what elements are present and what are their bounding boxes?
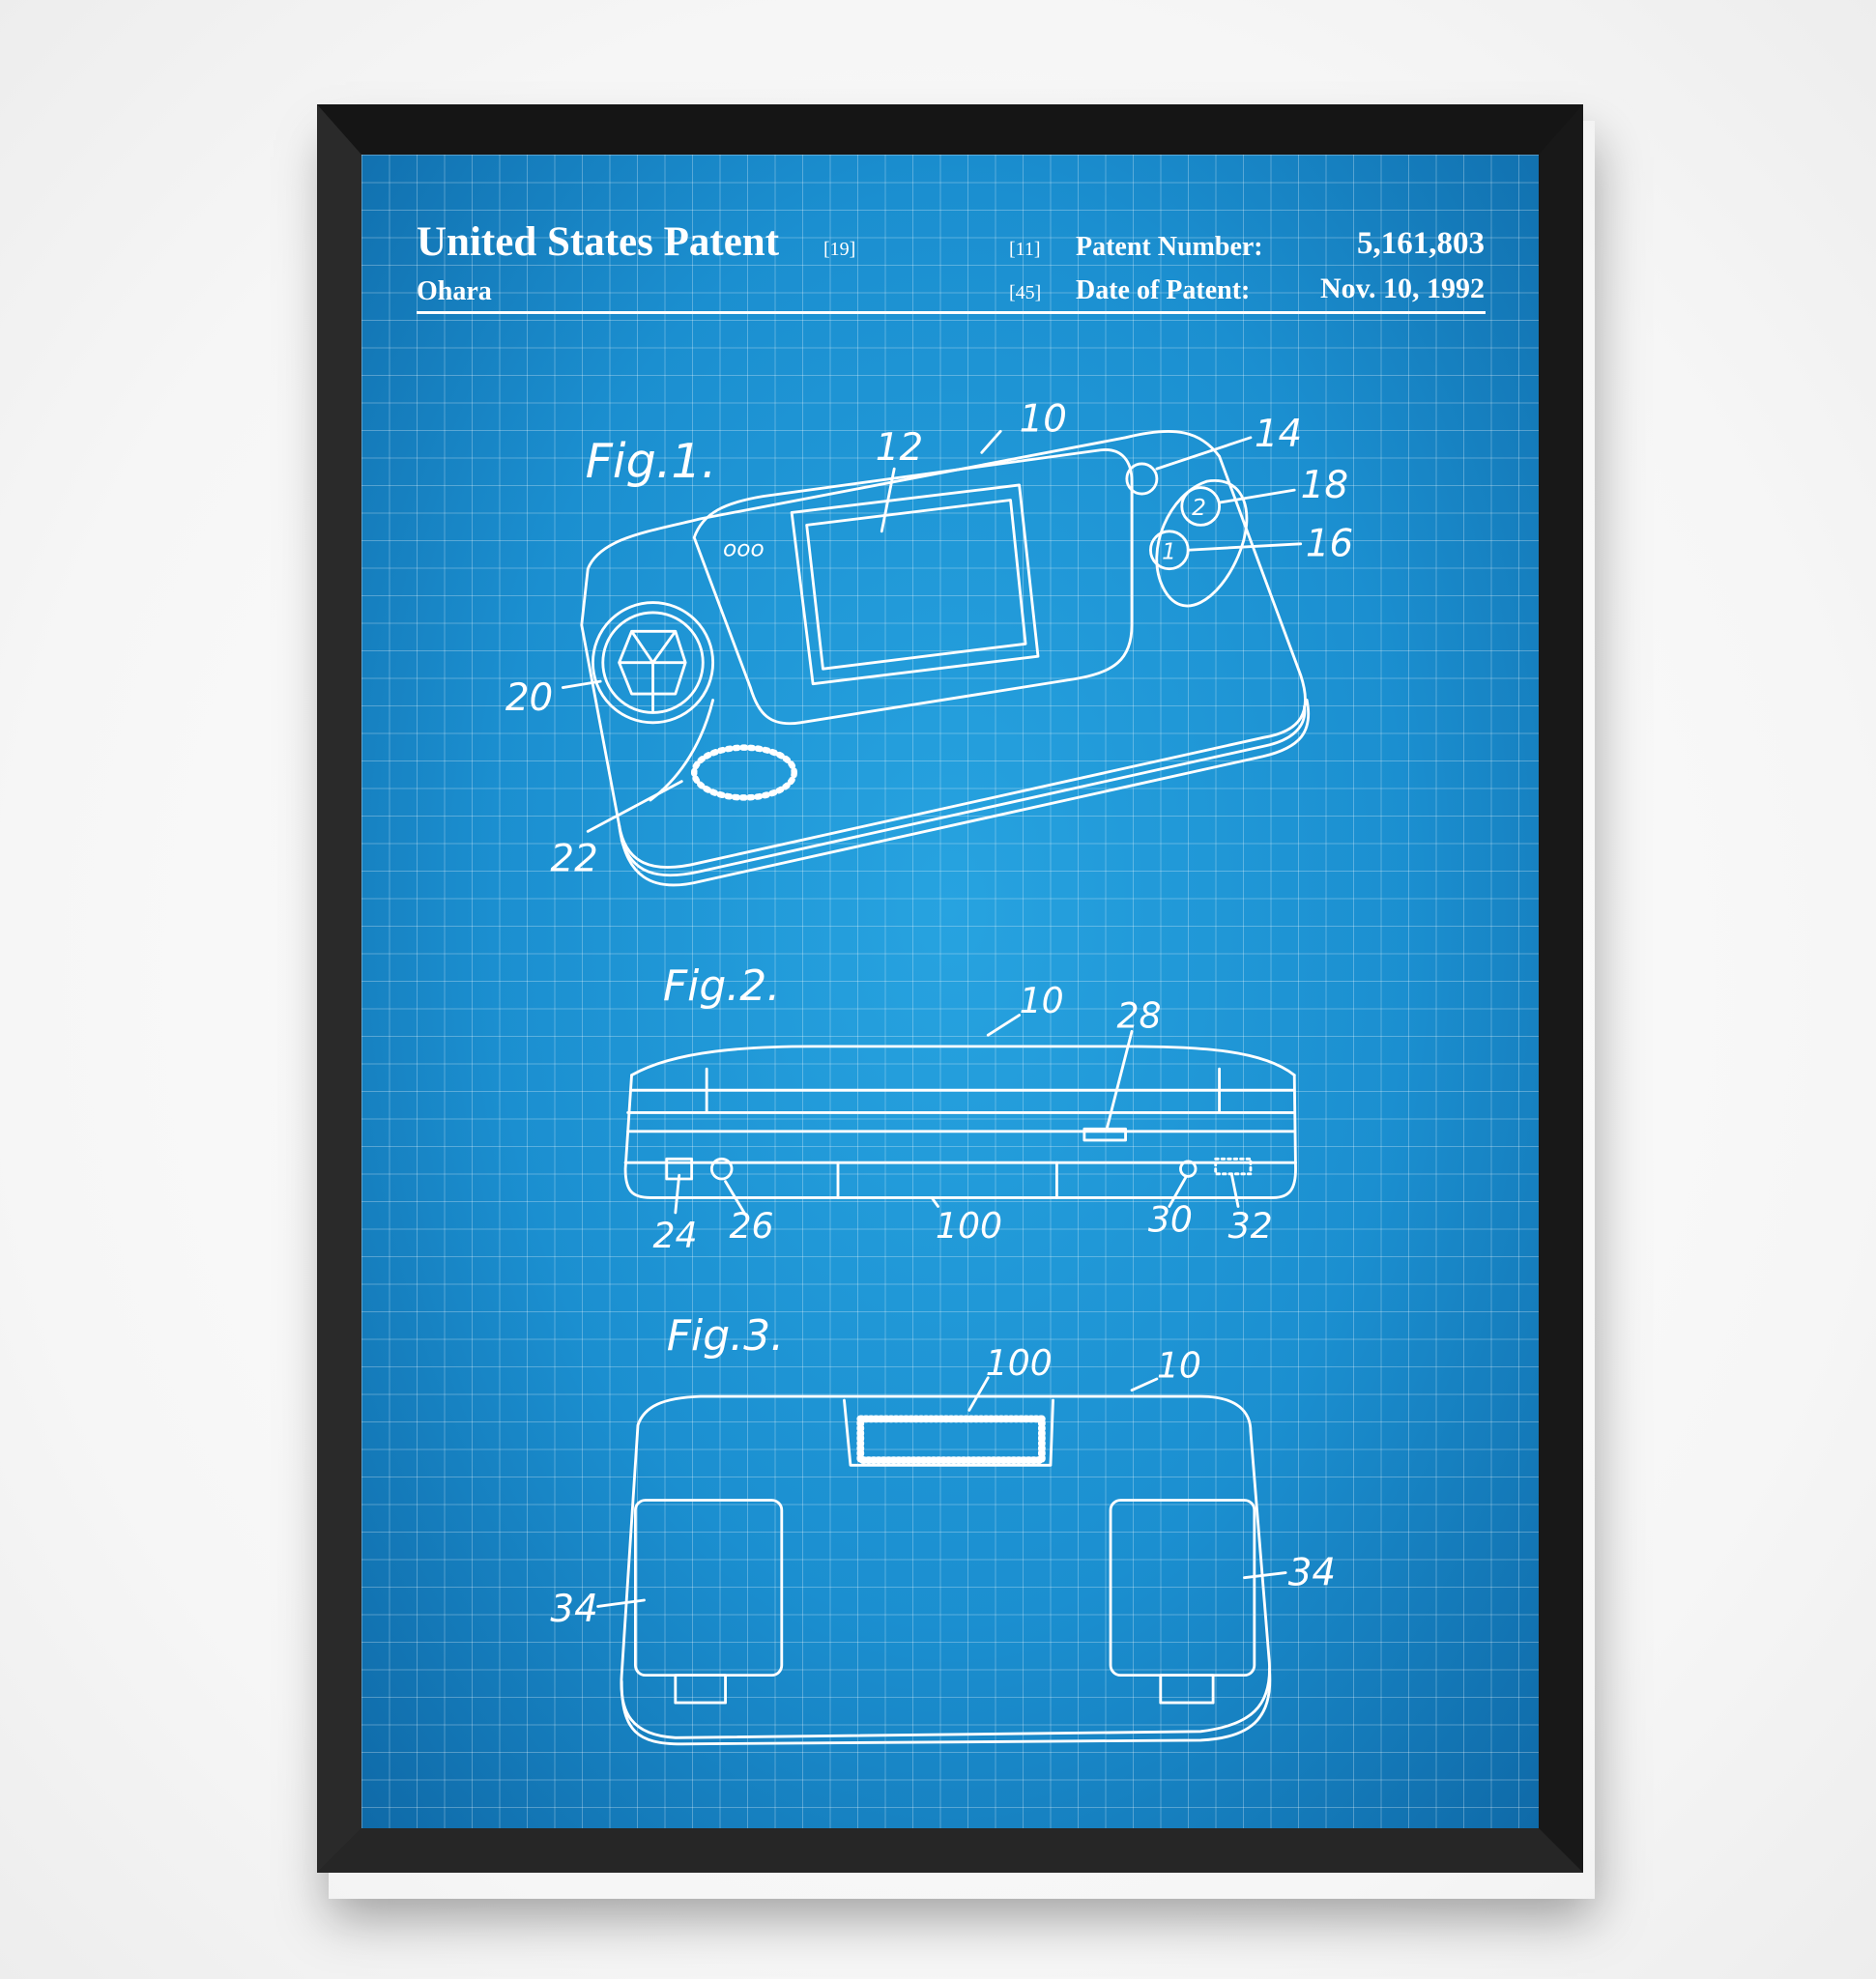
jack-30 [1179, 1160, 1198, 1178]
header-rule [417, 311, 1486, 314]
ref-24: 24 [653, 1215, 698, 1256]
blueprint-print [361, 155, 1539, 1828]
date-ref: [45] [1009, 282, 1042, 303]
patent-title: United States Patent [417, 219, 780, 265]
ref-12: 12 [876, 426, 923, 470]
console-side-top [630, 1045, 1296, 1077]
door-tab-right [1159, 1674, 1215, 1705]
dial-32 [1214, 1157, 1253, 1176]
ref-22: 22 [550, 838, 597, 881]
frame-bevel [317, 104, 1583, 155]
battery-door-left [633, 1499, 784, 1678]
dpad [592, 601, 715, 725]
screen [790, 483, 1040, 686]
ref-16: 16 [1306, 523, 1353, 566]
ref-100: 100 [936, 1205, 1002, 1247]
dpad-lines [618, 629, 687, 712]
console-back-base [620, 1667, 1272, 1746]
console-back [620, 1394, 1271, 1739]
console-side-body [623, 1074, 1297, 1199]
ref-18: 18 [1301, 464, 1348, 507]
figure-2: Fig.2. 10 28 24 26 100 30 32 [623, 961, 1297, 1256]
ref-10: 10 [1020, 980, 1064, 1021]
port-28 [1082, 1127, 1127, 1142]
button-1-label: 1 [1162, 538, 1176, 564]
dpad-inner [601, 611, 705, 714]
ref-20: 20 [505, 676, 553, 720]
button-enclosure [1155, 478, 1249, 608]
patent-number-label: Patent Number: [1076, 232, 1263, 262]
frame-bevel [317, 104, 361, 1873]
start-button [1125, 462, 1159, 496]
console-base-line [620, 704, 1307, 877]
console-base [618, 699, 1311, 887]
ref-28: 28 [1117, 994, 1162, 1036]
blueprint-grid [361, 155, 1539, 1828]
cartridge-slot [836, 1161, 1058, 1199]
speaker-grille [690, 744, 797, 801]
screen-inner [805, 499, 1027, 671]
frame-bevel [317, 1828, 1583, 1873]
frame-bevel [1539, 104, 1583, 1873]
title-ref: [19] [823, 239, 856, 260]
cartridge-grille [856, 1415, 1046, 1464]
ref-34-left: 34 [550, 1588, 597, 1631]
date-label: Date of Patent: [1076, 275, 1251, 305]
ref-26: 26 [729, 1205, 773, 1247]
button-2-label: 2 [1192, 495, 1206, 521]
figure-3: Fig.3. 100 10 34 34 [550, 1311, 1336, 1746]
ref-34-right: 34 [1288, 1551, 1336, 1594]
leader-lines [561, 429, 1303, 833]
patent-number-value: 5,161,803 [1357, 226, 1485, 261]
leader-lines [596, 1376, 1287, 1608]
button-2 [1180, 486, 1222, 527]
ref-32: 32 [1228, 1205, 1273, 1247]
jack-26 [709, 1157, 734, 1181]
ref-100: 100 [986, 1342, 1053, 1384]
ref-10: 10 [1157, 1345, 1201, 1387]
ref-14: 14 [1255, 413, 1302, 456]
date-value: Nov. 10, 1992 [1319, 272, 1485, 304]
fig1-title: Fig.1. [586, 433, 717, 489]
figure-1: Fig.1. ooo 2 1 12 10 14 18 16 20 22 [505, 397, 1353, 887]
ref-10: 10 [1020, 397, 1067, 441]
leader-lines [674, 1014, 1240, 1215]
battery-door-right [1109, 1499, 1256, 1678]
ref-30: 30 [1148, 1198, 1193, 1240]
inventor-name: Ohara [417, 276, 492, 306]
console-side-lines [623, 1067, 1297, 1164]
power-leds: ooo [723, 536, 765, 562]
fig2-title: Fig.2. [663, 961, 780, 1011]
fig3-title: Fig.3. [667, 1311, 784, 1361]
number-ref: [11] [1009, 239, 1041, 260]
console-body [580, 429, 1307, 869]
cartridge-slot [843, 1398, 1054, 1467]
door-tab-left [674, 1674, 727, 1705]
screen-bezel [692, 448, 1134, 726]
